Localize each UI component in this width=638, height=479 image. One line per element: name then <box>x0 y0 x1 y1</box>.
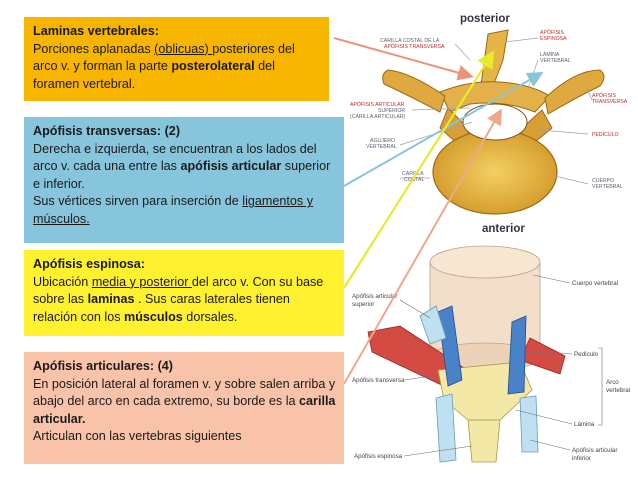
label-lamina-1: LÁMINA <box>540 51 560 58</box>
top-labels: CARILLA COSTAL DE LA APÓFISIS TRANSVERSA… <box>350 29 628 190</box>
pointer-arrows <box>333 37 544 385</box>
articulares-title: Apófisis articulares: (4) <box>33 359 173 373</box>
transversas-text-3: superior e inferior. <box>33 159 331 191</box>
label-apofisis-articular-1: APÓFISIS ARTICULAR <box>350 101 405 108</box>
label-apofisis-transversa-r1: APÓFISIS <box>592 92 616 99</box>
label-cuerpo-2: VERTEBRAL <box>592 184 623 190</box>
espinosa-text-1: Ubicación <box>33 274 92 289</box>
label-art-sup-2: superior <box>352 301 374 308</box>
espinosa-text-media: media y posterior <box>91 274 192 289</box>
espinosa-title: Apófisis espinosa: <box>33 257 145 271</box>
label-lamina-2: VERTEBRAL <box>540 58 571 64</box>
transversas-text-1: Derecha e izquierda, se encuentran a los… <box>33 141 317 174</box>
label-apofisis-espinosa-2: ESPINOSA <box>540 36 567 42</box>
label-apofisis-transversa-left: APÓFISIS TRANSVERSA <box>384 43 445 50</box>
label-art-inf-2: inferior <box>572 455 591 462</box>
espinosa-text-musculos: músculos <box>124 309 183 324</box>
label-lamina-bottom: Lámina <box>574 421 595 428</box>
transversas-title-end: ) <box>175 124 181 138</box>
label-cuerpo-vertebral: Cuerpo vertebral <box>572 280 618 287</box>
laminas-text-5: del foramen vertebral. <box>33 59 275 91</box>
label-apofisis-espinosa-bottom: Apófisis espinosa <box>354 453 403 460</box>
label-apofisis-transversa-r2: TRANSVERSA <box>592 99 628 105</box>
label-apofisis-transversa-bottom: Apófisis transversa <box>352 377 405 384</box>
label-agujero-1: AGUJERO <box>370 138 395 144</box>
label-posterior: posterior <box>460 13 510 25</box>
articulares-text-3: Articulan con las vertebras siguientes <box>33 429 242 444</box>
articulares-box: Apófisis articulares: (4) En posición la… <box>24 352 344 464</box>
arrow-transversas <box>343 72 544 187</box>
espinosa-box: Apófisis espinosa: Ubicación media y pos… <box>24 250 344 336</box>
label-art-sup-1: Apófisis articular <box>352 293 397 300</box>
bottom-labels: Cuerpo vertebral Apófisis articular supe… <box>352 280 630 462</box>
transversas-title-num: 2 <box>168 124 176 138</box>
art-inf-right-shape <box>519 395 539 453</box>
vertebral-body-shape <box>432 129 558 215</box>
label-pediculo-bottom: Pedículo <box>574 351 599 358</box>
label-anterior: anterior <box>482 223 525 235</box>
spinous-bottom-shape <box>467 419 501 463</box>
espinosa-text-7: dorsales. <box>182 309 238 324</box>
espinosa-text-5: . Sus caras laterales tienen relación co… <box>33 292 290 324</box>
label-arco-1: Arco <box>606 379 619 386</box>
transversas-title-text: Apófisis transversas: ( <box>33 124 169 138</box>
laminas-text-posterolateral: posterolateral <box>171 59 255 74</box>
laminas-text-1: Porciones aplanadas <box>33 41 155 56</box>
bottom-leader-lines <box>399 274 603 457</box>
pedicle-blue-right-shape <box>507 315 527 395</box>
label-apofisis-espinosa-1: APÓFISIS <box>540 29 564 36</box>
label-carilla-1: CARILLA <box>402 171 424 177</box>
vertebra-3d-view: Cuerpo vertebral Apófisis articular supe… <box>352 245 630 463</box>
label-apofisis-articular-3: (CARILLA ARTICULAR) <box>350 114 406 120</box>
laminas-title: Laminas vertebrales: <box>33 24 159 38</box>
espinosa-text-laminas: laminas <box>87 292 135 307</box>
arrow-espinosa <box>343 50 495 289</box>
label-carilla-2: COSTAL <box>404 177 424 183</box>
transversas-text-apofisis-articular: apófisis articular <box>180 159 282 174</box>
label-cuerpo-1: CUERPO <box>592 178 614 184</box>
transversas-title: Apófisis transversas: (2) <box>33 123 336 141</box>
laminas-text-oblicuas: (oblicuas) <box>154 41 213 56</box>
transverse-left-shape <box>382 69 446 113</box>
arrow-laminas <box>333 37 474 81</box>
label-agujero-2: VERTEBRAL <box>366 144 397 150</box>
vertebra-top-view: posterior anterior CARILLA COSTAL DE <box>350 13 628 235</box>
label-pediculo-top: PEDÍCULO <box>592 131 619 138</box>
laminas-text-3: posteriores del arco v. y forman la part… <box>33 41 295 74</box>
transversas-box: Apófisis transversas: (2) Derecha e izqu… <box>24 117 344 243</box>
laminas-box: Laminas vertebrales: Porciones aplanadas… <box>24 17 329 101</box>
transverse-right-shape <box>544 69 605 115</box>
espinosa-text-3: del arco v. Con su base sobre las <box>33 274 324 307</box>
transversas-text-ligamentos: ligamentos y músculos. <box>33 194 313 226</box>
label-arco-2: vertebral <box>606 387 630 394</box>
articulares-text-carilla: carilla articular. <box>33 394 336 426</box>
art-inf-left-shape <box>435 393 457 463</box>
arrow-articulares <box>343 108 502 385</box>
articulares-text-1: En posición lateral al foramen v. y sobr… <box>33 376 336 409</box>
label-art-inf-1: Apófisis articular <box>572 447 617 454</box>
pedicle-blue-left-shape <box>437 305 463 387</box>
label-carilla-costal: CARILLA COSTAL DE LA <box>380 38 440 44</box>
label-apofisis-articular-2: SUPERIOR <box>378 108 405 114</box>
transversas-text-4: Sus vértices sirven para inserción de <box>33 194 243 209</box>
body-top-shape <box>429 245 541 279</box>
art-sup-left-shape <box>419 305 447 345</box>
